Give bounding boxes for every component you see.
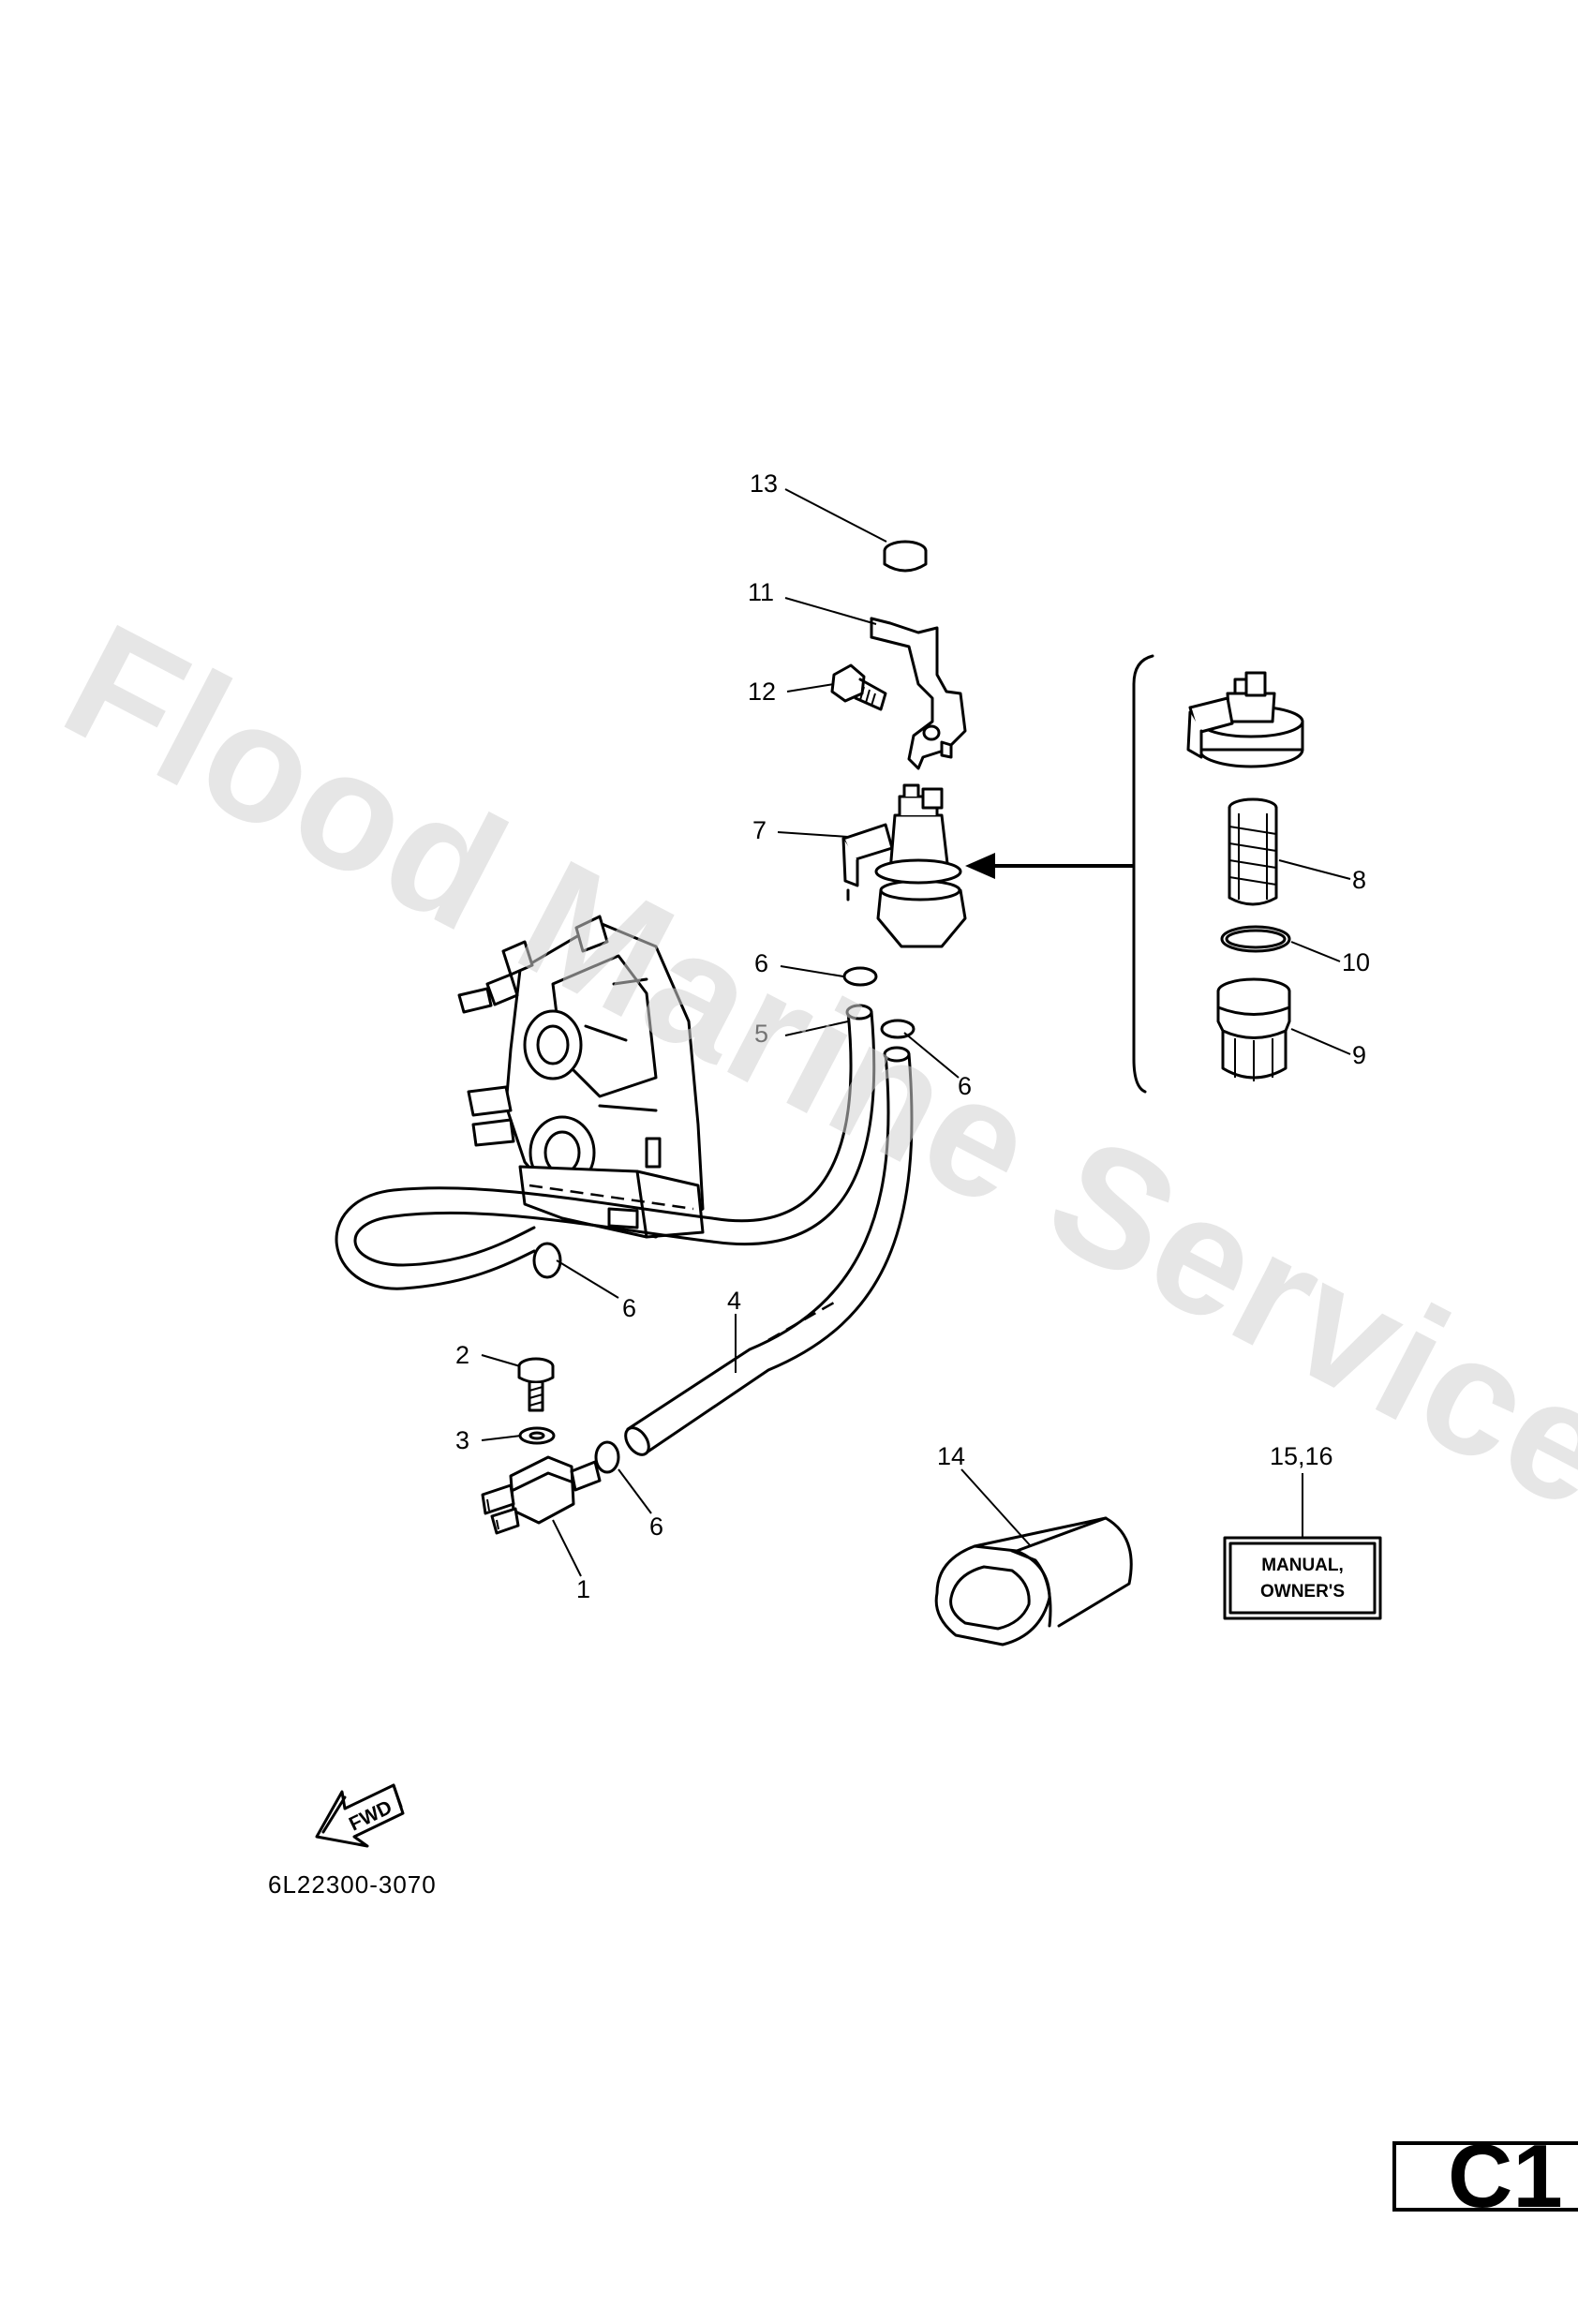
bolt <box>830 663 887 711</box>
fuel-hose-4 <box>624 1046 914 1456</box>
fwd-arrow-icon: FWD <box>315 1783 405 1848</box>
leader-lines <box>481 488 1351 1577</box>
callout-12: 12 <box>748 678 776 706</box>
callout-9: 9 <box>1352 1041 1366 1069</box>
bracket <box>870 617 967 770</box>
callout-11: 11 <box>748 578 774 606</box>
washer <box>518 1426 556 1445</box>
callout-4: 4 <box>727 1287 741 1315</box>
screw <box>517 1357 555 1412</box>
o-ring <box>1220 925 1291 953</box>
filter-cup <box>1216 977 1291 1081</box>
callout-5: 5 <box>754 1020 768 1048</box>
cover-bag <box>934 1516 1133 1646</box>
callout-3: 3 <box>455 1426 469 1454</box>
exploded-view-arrow <box>965 853 1134 879</box>
callout-6a: 6 <box>754 949 768 977</box>
callout-2: 2 <box>455 1341 469 1369</box>
callout-10: 10 <box>1342 948 1370 976</box>
filter-element <box>1228 797 1278 906</box>
manual-plate-line1: MANUAL, <box>1261 1556 1344 1575</box>
nut <box>883 540 928 573</box>
fuel-joint <box>481 1455 602 1535</box>
owners-manual-plate: MANUAL, OWNER'S <box>1223 1536 1382 1620</box>
filter-exploded-bracket <box>1132 654 1154 1094</box>
section-code-box: C1 <box>1392 2126 1578 2227</box>
watermark-text: Flood Marine Services <box>37 588 1578 1588</box>
callout-6d: 6 <box>649 1512 663 1541</box>
callout-numbers: 13 11 12 7 6 5 6 6 4 2 3 1 6 8 10 9 14 1… <box>455 469 1370 1603</box>
callout-1: 1 <box>576 1575 590 1603</box>
diagram-part-number: 6L22300-3070 <box>268 1870 437 1899</box>
callout-7: 7 <box>752 816 767 844</box>
callout-15-16: 15,16 <box>1270 1442 1333 1470</box>
callout-13: 13 <box>750 469 778 498</box>
hose-clip <box>532 966 916 1474</box>
fuel-filter <box>841 783 967 948</box>
filter-head <box>1186 671 1304 768</box>
carburetor-assembly <box>457 915 705 1239</box>
fuel-hose-5 <box>335 1004 876 1290</box>
callout-6c: 6 <box>622 1294 636 1322</box>
manual-plate-line2: OWNER'S <box>1260 1582 1345 1601</box>
callout-6b: 6 <box>958 1072 972 1100</box>
callout-14: 14 <box>937 1442 965 1470</box>
callout-8: 8 <box>1352 866 1366 894</box>
section-code: C1 <box>1448 2126 1563 2227</box>
